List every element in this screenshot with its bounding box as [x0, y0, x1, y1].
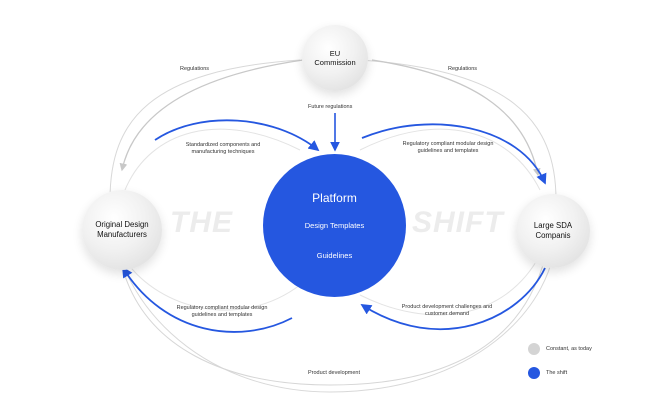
- watermark-the: THE: [170, 206, 233, 239]
- inner-grey-right: [359, 128, 541, 191]
- inner-grey-left: [124, 128, 301, 191]
- sda-label-2: Companis: [535, 231, 571, 240]
- compliant-bottom-label: Regulatory compliant modular design guid…: [172, 305, 272, 319]
- odm-node: Original Design Manufacturers: [82, 190, 162, 270]
- challenges-label-line-1: Product development challenges and: [401, 304, 493, 310]
- compliant-top-arrow: [361, 123, 547, 185]
- compliant-top-label-line-2: guidelines and templates: [417, 148, 479, 154]
- legend-shift-swatch: [528, 367, 540, 379]
- platform-node: Platform Design Templates Guidelines: [263, 154, 406, 297]
- sda-label-1: Large SDA: [533, 221, 573, 230]
- inner-grey-bottom-left: [124, 259, 301, 311]
- outer-ellipse-arc-2: [359, 59, 557, 201]
- sda-node: Large SDA Companis: [516, 194, 590, 268]
- regulations-right-label: Regulations: [448, 66, 478, 72]
- standardized-label: Standardized components and manufacturin…: [178, 142, 268, 156]
- regulations-right-arrow: [371, 59, 541, 177]
- odm-label-2: Manufacturers: [97, 230, 147, 239]
- future-regulations-label: Future regulations: [308, 104, 353, 110]
- platform-title: Platform: [312, 191, 357, 205]
- compliant-top-label: Regulatory compliant modular design guid…: [398, 141, 498, 155]
- compliant-bottom-label-line-1: Regulatory compliant modular design: [176, 305, 268, 311]
- platform-item-guidelines: Guidelines: [316, 251, 353, 260]
- product-development-label: Product development: [308, 370, 360, 376]
- compliant-bottom-arrow: [122, 266, 293, 333]
- outer-ellipse-arc-1: [109, 59, 557, 393]
- compliant-top-label-line-1: Regulatory compliant modular design: [402, 141, 494, 147]
- legend-constant-swatch: [528, 343, 540, 355]
- eu-commission-node: EU Commission: [302, 25, 368, 91]
- regulations-left-arrow: [119, 59, 304, 172]
- standardized-label-line-2: manufacturing techniques: [191, 149, 255, 155]
- legend-constant-label: Constant, as today: [546, 346, 592, 352]
- standardized-label-line-1: Standardized components and: [185, 142, 261, 148]
- eu-commission-label-1: EU: [329, 49, 341, 58]
- challenges-arrow: [360, 267, 546, 330]
- compliant-bottom-label-line-2: guidelines and templates: [191, 312, 253, 318]
- platform-item-design-templates: Design Templates: [304, 221, 365, 230]
- product-development-arc: [119, 257, 546, 386]
- challenges-label: Product development challenges and custo…: [392, 304, 502, 318]
- regulations-left-label: Regulations: [180, 66, 210, 72]
- inner-grey-bottom-right: [359, 254, 541, 316]
- legend-shift-label: The shift: [546, 370, 568, 376]
- standardized-arrow: [154, 119, 320, 152]
- challenges-label-line-2: customer demand: [424, 311, 470, 317]
- eu-commission-label-2: Commission: [314, 58, 356, 67]
- watermark-shift: SHIFT: [412, 206, 504, 239]
- odm-label-1: Original Design: [95, 220, 149, 229]
